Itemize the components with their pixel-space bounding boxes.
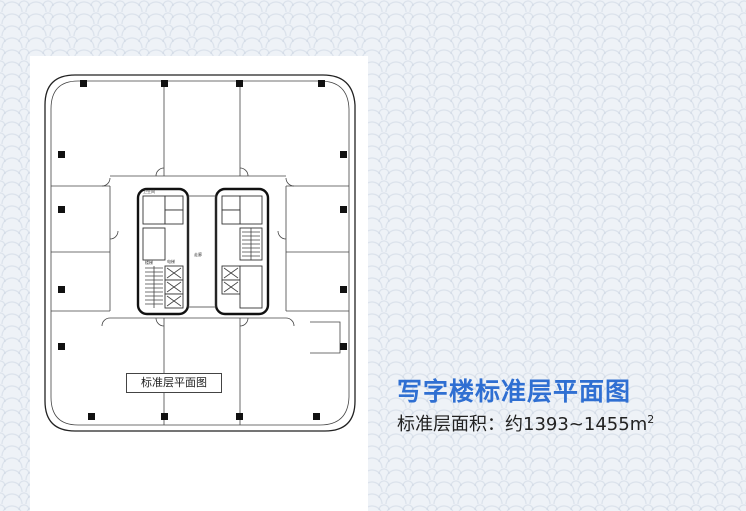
area-value: 约1393~1455m2	[505, 413, 655, 435]
area-number: 约1393~1455m	[505, 414, 648, 435]
partition-lines	[51, 81, 349, 425]
structural-columns	[58, 80, 347, 420]
core-corridor	[187, 195, 217, 308]
core-rooms-right	[221, 195, 263, 309]
balcony-wall	[310, 321, 341, 354]
room-label-corridor: 走廊	[194, 251, 202, 257]
area-unit-superscript: 2	[647, 413, 655, 426]
info-area: 标准层面积：约1393~1455m2	[397, 410, 654, 436]
door-arcs	[101, 167, 295, 327]
inner-wall	[50, 80, 350, 426]
core-rooms-left	[142, 195, 184, 309]
room-label-restroom: 卫生间	[143, 188, 155, 194]
room-label-elevator: 电梯	[167, 258, 175, 264]
area-label: 标准层面积：	[397, 414, 505, 435]
outer-wall	[44, 74, 356, 432]
info-title: 写字楼标准层平面图	[397, 377, 632, 406]
plan-caption: 标准层平面图	[126, 373, 222, 393]
floor-plan-panel: 走廊 电梯 楼梯 卫生间	[30, 56, 368, 511]
room-label-stairs: 楼梯	[145, 259, 153, 265]
floor-plan-drawing: 走廊 电梯 楼梯 卫生间	[44, 74, 356, 432]
